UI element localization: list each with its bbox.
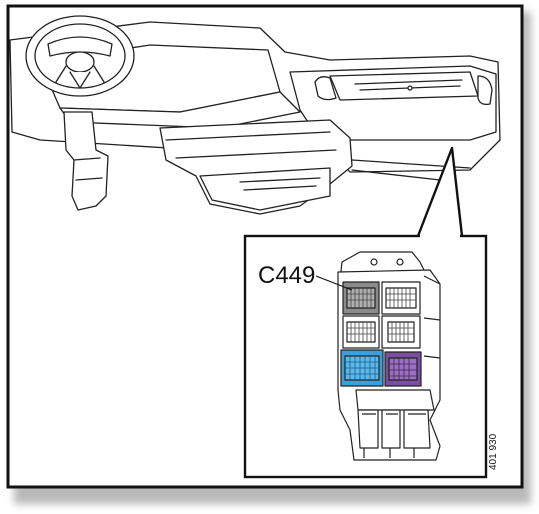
connector-purple: [384, 351, 422, 387]
c449-leader-line: [315, 275, 353, 291]
steering-column: [63, 111, 109, 211]
connector-label: C449: [258, 262, 315, 289]
fuse-box: [337, 251, 441, 461]
figure-number: 401 930: [488, 433, 499, 470]
connector-c449: [342, 281, 380, 315]
connector-top-right: [381, 281, 421, 315]
callout-pointer: [416, 146, 464, 237]
connector-blue: [340, 349, 384, 387]
dashboard-drawing: [9, 15, 501, 215]
connector-middle-left: [342, 315, 380, 349]
connector-middle-right: [381, 315, 421, 349]
